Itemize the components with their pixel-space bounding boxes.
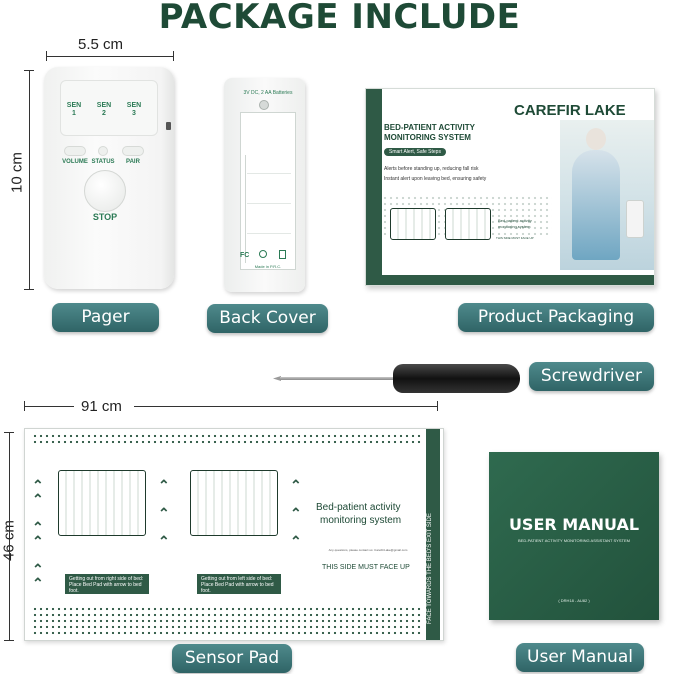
- back-cover-caption: Back Cover: [207, 304, 328, 333]
- manual-subtitle: BED-PATIENT ACTIVITY MONITORING ASSISTAN…: [518, 538, 630, 543]
- pad-title-1: Bed-patient activity: [316, 502, 401, 513]
- pad-side-stripe: [426, 429, 440, 640]
- page-title: PACKAGE INCLUDE: [158, 0, 521, 37]
- stop-button[interactable]: [84, 170, 126, 212]
- status-label: STATUS: [91, 159, 115, 165]
- packaging-caption: Product Packaging: [458, 303, 654, 332]
- cover-warning-label: [240, 112, 296, 270]
- user-manual-caption: User Manual: [516, 643, 644, 672]
- pad-bed-illustration-left: [190, 470, 278, 536]
- manual-model: ( DRH18 - AU82 ): [558, 598, 590, 603]
- screwdriver-shaft: [280, 377, 395, 380]
- patient-head: [586, 128, 606, 150]
- pager-sensor-panel: [60, 80, 158, 136]
- pad-side-stripe-text: FACE TOWARDS THE BED'S EXIT SIDE: [427, 513, 433, 624]
- made-in-label: Made in P.R.C.: [254, 264, 282, 269]
- box-product-line2: MONITORING SYSTEM: [384, 133, 471, 142]
- pad-face-up: THIS SIDE MUST FACE UP: [322, 564, 410, 571]
- pad-bed-illustration-right: [58, 470, 146, 536]
- manual-title: USER MANUAL: [508, 515, 640, 534]
- user-manual-booklet: [489, 452, 659, 620]
- pad-width-line-left: [24, 406, 74, 407]
- status-led: [98, 146, 108, 156]
- screwdriver-caption: Screwdriver: [529, 362, 654, 391]
- pad-contact: Any questions, please contact us: CareFi…: [328, 548, 408, 552]
- pad-height-line: [9, 432, 10, 640]
- stop-label: STOP: [92, 212, 118, 222]
- sensor-3-label: SEN 3: [126, 102, 142, 117]
- battery-spec: 3V DC, 2 AA Batteries: [243, 90, 293, 96]
- screw-icon: [259, 100, 269, 110]
- pad-title-2: monitoring system: [320, 515, 402, 526]
- pager-mini: [626, 200, 644, 238]
- screwdriver-tip: [273, 376, 281, 381]
- trash-icon: [279, 250, 286, 259]
- pad-note-right: Getting out from right side of bed: Plac…: [65, 574, 149, 594]
- box-side-stripe: [366, 89, 382, 285]
- box-mini-face: THIS SIDE MUST FACE UP: [496, 236, 534, 240]
- pad-width-line-right: [134, 406, 438, 407]
- pair-label: PAIR: [126, 159, 140, 165]
- box-product-line1: BED-PATIENT ACTIVITY: [384, 123, 475, 132]
- box-photo: [560, 120, 654, 270]
- pad-chevrons-mid-1: ⌃⌃⌃: [158, 477, 170, 549]
- pager-width-label: 5.5 cm: [78, 36, 124, 53]
- sensor-1-label: SEN 1: [66, 102, 82, 117]
- sensor-pad-caption: Sensor Pad: [172, 644, 292, 673]
- box-bed-illustration-1: [390, 208, 436, 240]
- fc-mark: FC: [240, 252, 250, 259]
- box-tagline: Smart Alert, Safe Steps: [384, 148, 446, 156]
- pager-width-line: [46, 56, 174, 57]
- box-bed-illustration-2: [445, 208, 491, 240]
- box-feature-2: Instant alert upon leaving bed, ensuring…: [384, 176, 487, 182]
- pager-caption: Pager: [52, 303, 159, 332]
- volume-label: VOLUME: [62, 159, 88, 165]
- pager-side-switch: [166, 122, 171, 130]
- patient-figure: [572, 150, 620, 260]
- recycle-icon: [259, 250, 267, 258]
- box-brand: CAREFIR LAKE: [514, 102, 626, 119]
- pair-button[interactable]: [122, 146, 144, 156]
- box-mini-label-1: Bed-patient activity: [498, 218, 532, 223]
- pad-width-label: 91 cm: [81, 398, 122, 415]
- box-mini-label-2: monitoring system: [498, 224, 531, 229]
- screwdriver-handle: [393, 364, 520, 393]
- sensor-2-label: SEN 2: [96, 102, 112, 117]
- pager-height-line: [29, 70, 30, 290]
- pad-dots-bottom: [32, 606, 422, 636]
- pad-dots-top: [32, 433, 422, 445]
- box-feature-1: Alerts before standing up, reducing fall…: [384, 166, 479, 172]
- volume-button[interactable]: [64, 146, 86, 156]
- pad-note-left: Getting out from left side of bed: Place…: [197, 574, 281, 594]
- pad-chevrons-mid-2: ⌃⌃⌃: [290, 477, 302, 549]
- pad-chevrons-left: ⌃⌃⌃⌃⌃⌃: [32, 477, 44, 591]
- pager-height-label: 10 cm: [8, 152, 26, 193]
